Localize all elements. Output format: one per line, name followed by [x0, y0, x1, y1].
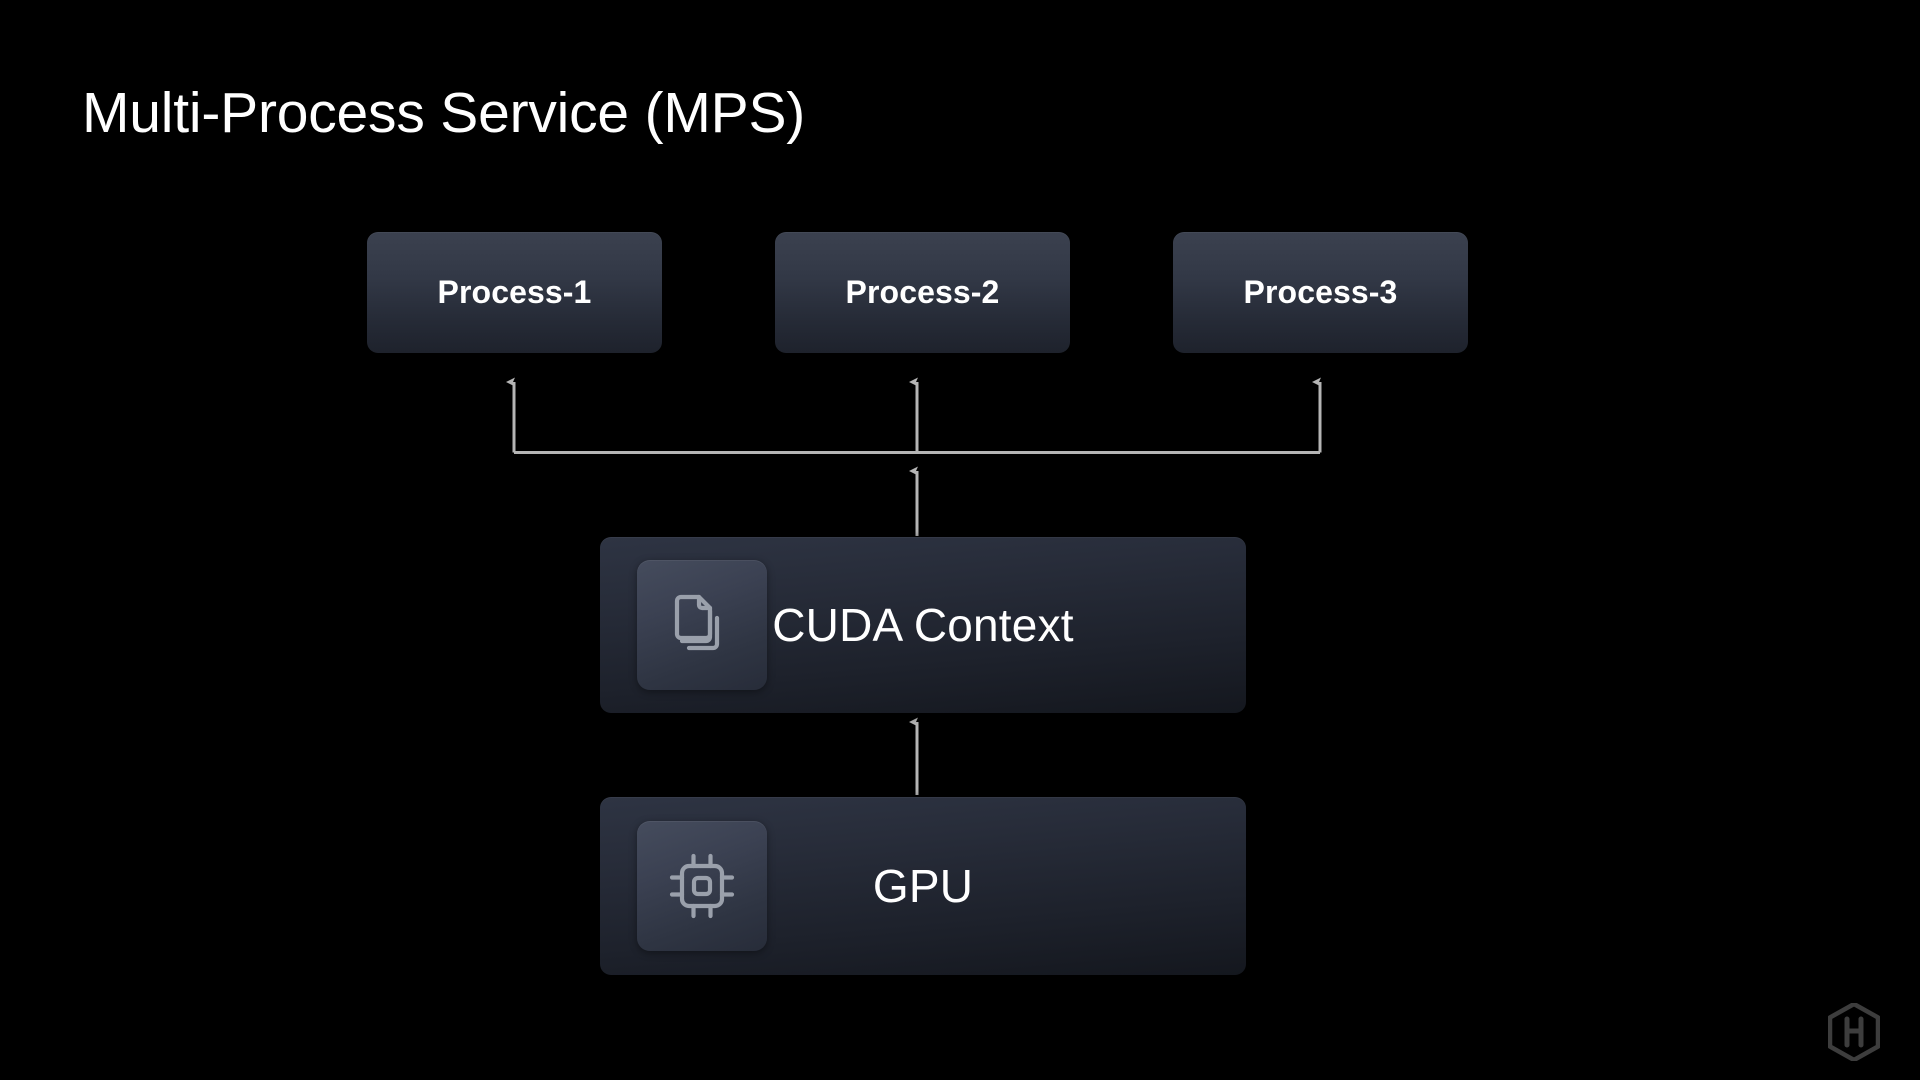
cuda-context-node[interactable]: CUDA Context [600, 537, 1246, 713]
cuda-context-label: CUDA Context [772, 599, 1074, 651]
process-3-node[interactable]: Process-3 [1173, 232, 1468, 353]
process-2-label: Process-2 [845, 274, 1000, 310]
gpu-node[interactable]: GPU [600, 797, 1246, 975]
cuda-context-icon-tile [637, 560, 767, 690]
gpu-icon-tile [637, 821, 767, 951]
process-1-node[interactable]: Process-1 [367, 232, 662, 353]
chip-icon [669, 853, 735, 919]
hashicorp-hexagon-logo [1828, 1003, 1880, 1061]
process-2-node[interactable]: Process-2 [775, 232, 1070, 353]
process-1-label: Process-1 [437, 274, 592, 310]
document-stack-icon [674, 594, 720, 651]
gpu-label: GPU [872, 860, 974, 912]
process-3-label: Process-3 [1243, 274, 1398, 310]
page-title: Multi-Process Service (MPS) [82, 81, 806, 145]
